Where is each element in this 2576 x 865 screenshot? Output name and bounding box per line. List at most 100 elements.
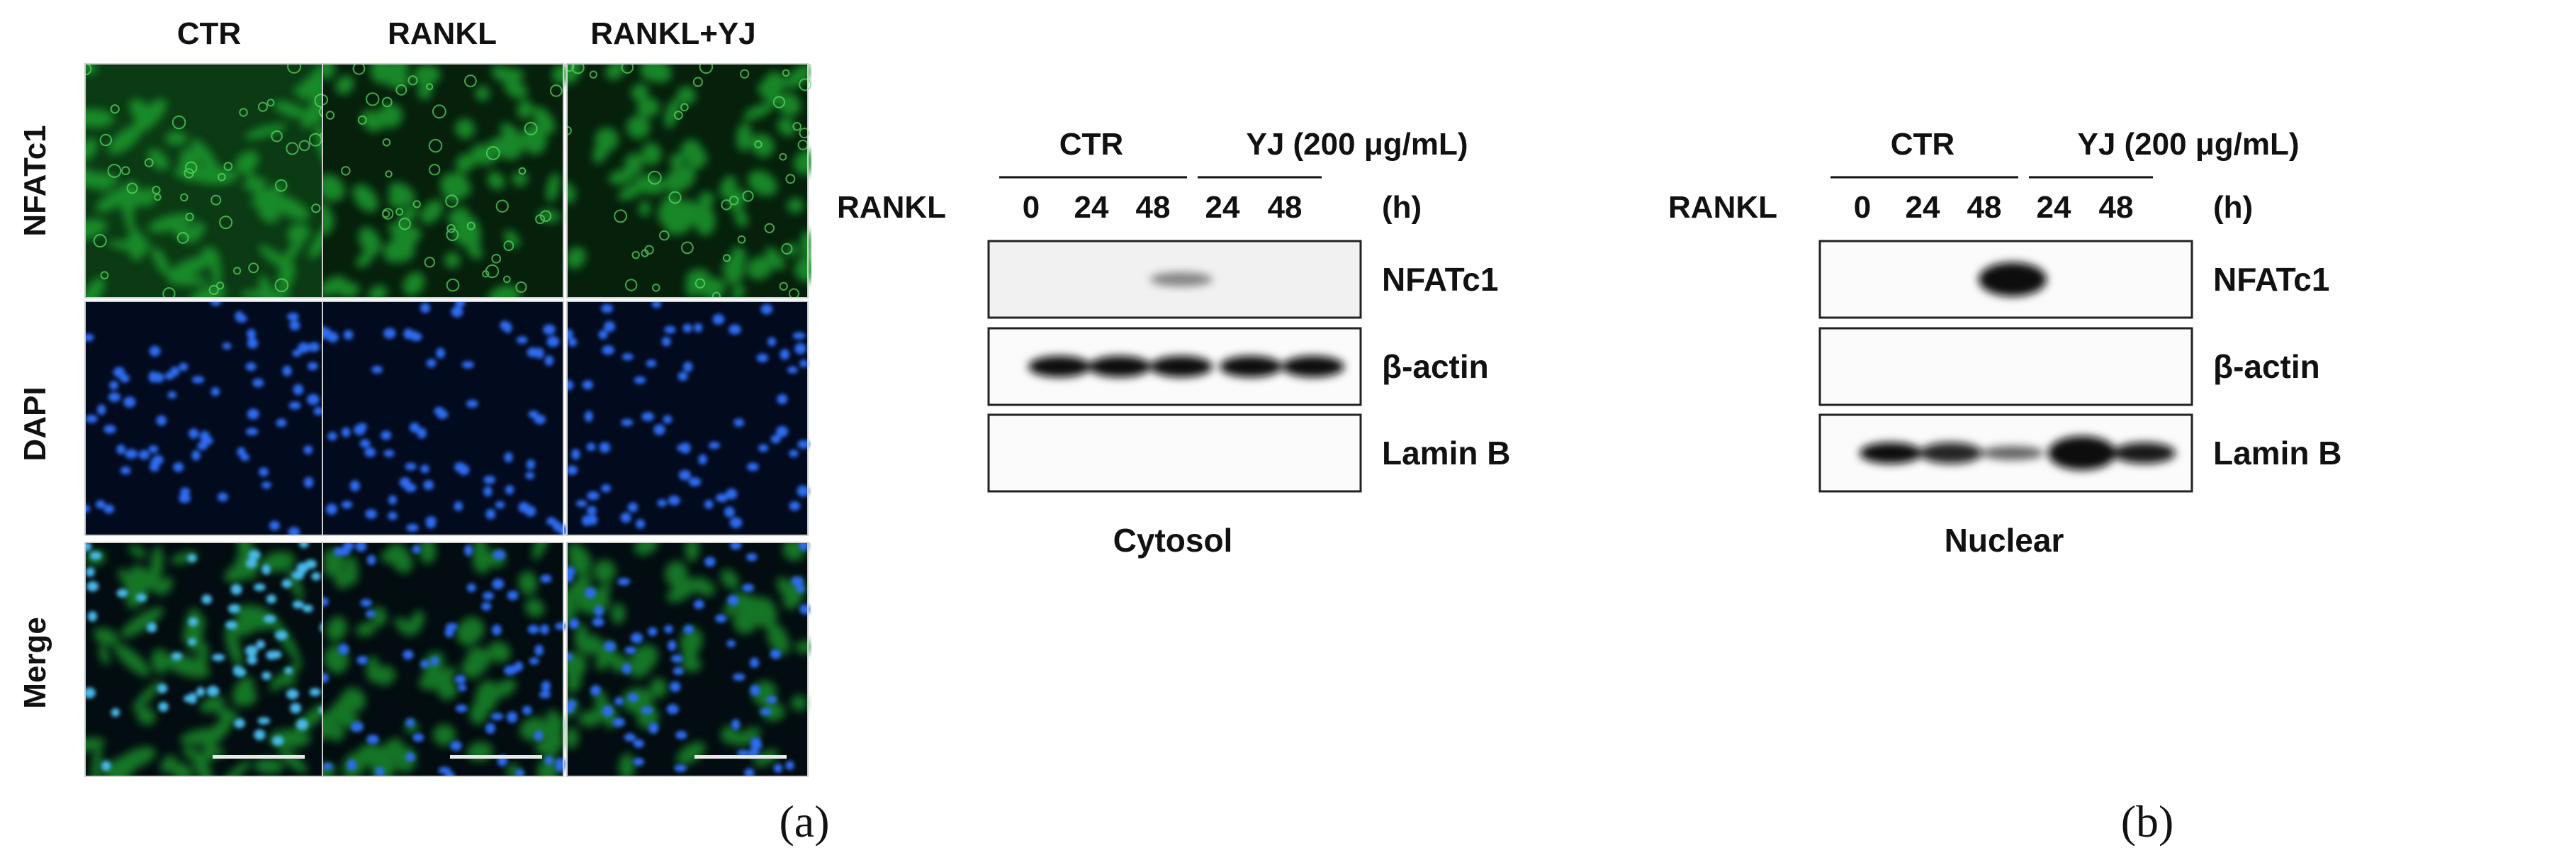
nucleus [426,359,437,368]
nucleus [191,376,205,384]
nucleus [592,617,604,627]
nucleus [364,447,376,457]
cell-stain [518,571,538,596]
nucleus [678,469,691,481]
cell-stain [634,542,658,556]
nucleus [227,604,241,613]
nucleus [677,444,686,452]
time-point-label: 48 [1268,190,1303,225]
nucleus [256,640,266,649]
nucleus [289,320,300,331]
nucleus [775,425,789,437]
nucleus [158,702,169,712]
micrograph-frame [322,63,564,298]
nucleus [621,663,632,674]
cell-outline [271,130,283,143]
cell-outline [782,69,790,77]
cell-stain [99,644,110,666]
nucleus [641,412,655,422]
nucleus [245,428,259,436]
cell-outline [152,186,161,195]
nucleus [682,362,693,372]
cell-stain [432,724,456,747]
nucleus [157,683,168,693]
cell-outline [737,235,746,244]
cell-stain [487,641,511,663]
cell-stain [750,133,775,157]
protein-band [1220,356,1282,377]
blot-strip--actin [987,327,1362,406]
nucleus [89,551,102,560]
time-unit-label: (h) [2213,190,2253,225]
cell-stain [322,64,335,79]
nucleus [777,394,788,405]
nucleus [492,579,505,590]
cell-stain [794,640,811,654]
time-point-label: 48 [2099,190,2134,225]
cell-outline [382,138,391,147]
cell-stain [537,210,561,223]
cell-stain [532,106,556,134]
nucleus [341,501,353,509]
cell-outline [652,284,660,292]
nucleus [188,617,198,627]
nucleus [354,424,366,435]
nucleus [113,367,125,378]
cell-stain [512,171,528,187]
nucleus [430,656,439,666]
nucleus [483,591,494,601]
cell-outline [524,121,538,135]
nucleus [179,493,191,503]
micrograph-background [85,301,326,535]
cell-outline [110,104,120,114]
cell-stain [567,542,582,557]
nucleus [457,683,467,691]
cell-stain [128,545,147,558]
nucleus [381,430,392,440]
nucleus [261,481,271,489]
nucleus [795,585,805,593]
nucleus [581,515,592,526]
cell-stain [151,648,169,674]
micrograph-nfatc1-rankl-yj [566,63,811,298]
cell-stain [636,97,660,118]
nucleus [412,545,421,554]
cell-stain [273,101,307,118]
cell-outline [799,78,811,91]
cell-stain [189,285,227,298]
cell-stain [593,559,617,583]
cell-stain [535,740,551,755]
nucleus [225,620,238,630]
nucleus [567,328,573,340]
cell-outline [341,166,351,176]
nucleus [450,740,462,751]
cell-stain [666,583,694,603]
cell-stain [235,150,259,174]
cell-stain [356,251,373,268]
cell-stain [85,108,115,128]
time-point-label: 48 [1967,190,2002,225]
nucleus [590,685,601,696]
nucleus [201,594,213,604]
cell-stain [118,568,134,588]
nucleus [311,571,321,581]
nucleus [292,350,302,357]
nucleus [666,704,679,715]
scale-bar [694,755,787,759]
nucleus [464,545,473,557]
nucleus [343,330,354,340]
protein-band [1150,356,1213,377]
cell-outline [398,218,411,230]
nucleus [756,353,769,362]
cell-outline [788,288,799,298]
nucleus [437,409,449,420]
micrograph-frame [566,301,809,536]
cell-stain [186,222,206,241]
nucleus [602,345,614,355]
cell-stain [719,175,737,200]
cell-stain [371,606,387,626]
nucleus [670,681,681,693]
cell-outline [464,74,477,88]
cell-stain [762,702,785,722]
cell-outline [792,122,802,131]
